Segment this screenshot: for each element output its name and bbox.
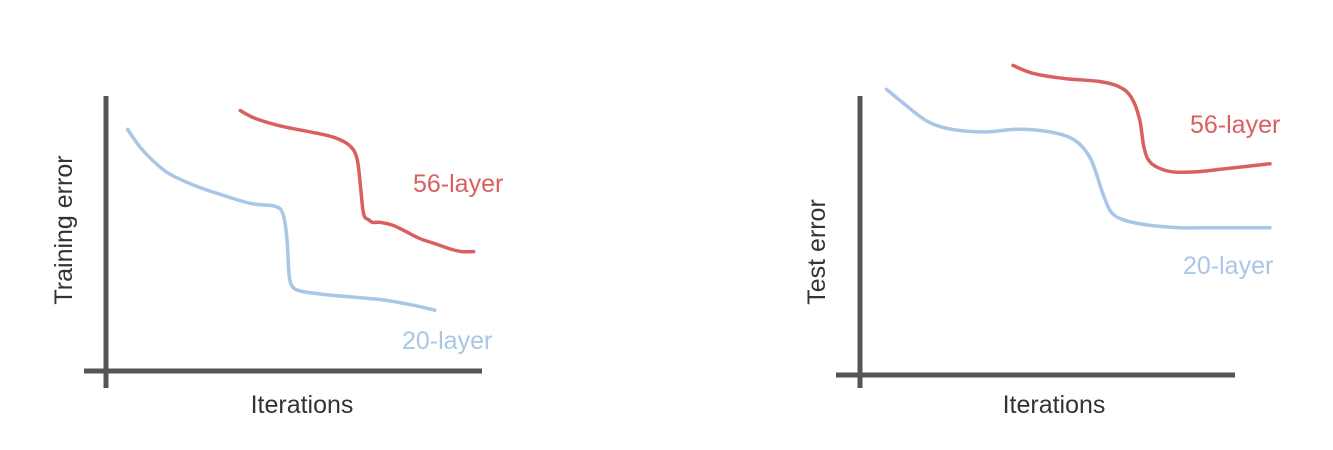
training-x-axis-label: Iterations — [251, 391, 354, 419]
chart-test-error: 56-layer 20-layer Iterations Test error — [803, 63, 1280, 419]
training-series-56-layer-label: 56-layer — [413, 170, 503, 198]
training-series-20-layer-line — [125, 127, 437, 312]
test-x-axis-label: Iterations — [1003, 391, 1106, 419]
test-series-20-layer-line — [884, 87, 1272, 230]
test-series-20-layer-label: 20-layer — [1183, 252, 1273, 280]
test-series-56-layer-line — [1011, 63, 1272, 175]
test-y-axis-label: Test error — [803, 199, 831, 305]
training-y-axis-label: Training error — [50, 155, 78, 304]
training-series-56-layer-line — [238, 108, 476, 254]
training-series-20-layer-label: 20-layer — [402, 327, 492, 355]
test-series-56-layer-label: 56-layer — [1190, 111, 1280, 139]
chart-training-error: 56-layer 20-layer Iterations Training er… — [50, 96, 503, 419]
